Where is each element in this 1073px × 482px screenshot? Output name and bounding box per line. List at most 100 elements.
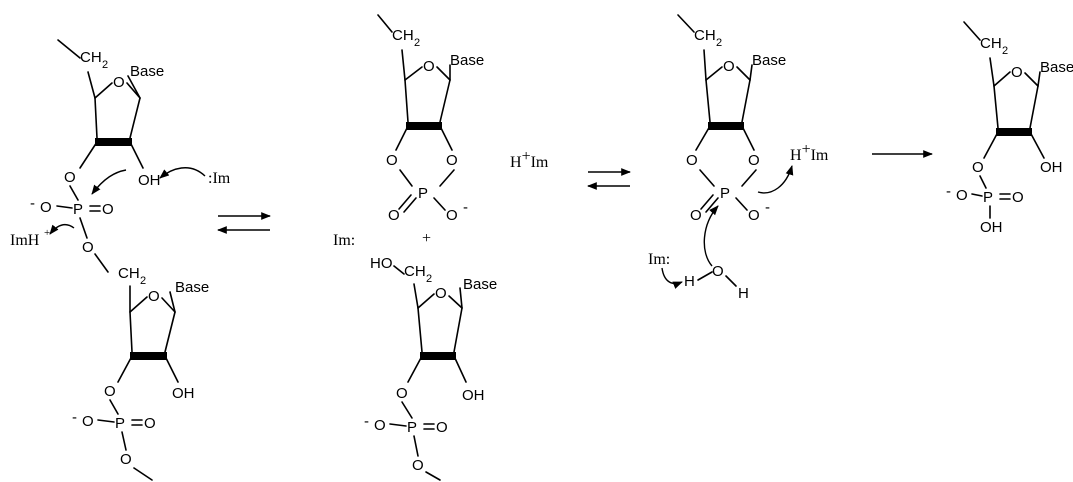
bond-line <box>393 265 405 275</box>
imidazole-base: :Im <box>208 170 231 187</box>
bond-line <box>699 169 715 187</box>
bond-line <box>94 82 113 99</box>
water-o: O <box>712 263 724 280</box>
water-h1: H <box>684 273 695 290</box>
ring-oxygen: O <box>113 74 125 91</box>
bond-line <box>433 197 446 211</box>
atom-label: P <box>418 185 428 202</box>
phosphorus: P <box>73 201 83 218</box>
oh-label: OH <box>138 172 161 189</box>
atom-label: O <box>40 199 52 216</box>
h-im-cation-2: H+Im <box>510 148 549 171</box>
atom-label: - <box>765 199 770 216</box>
bond-line <box>389 423 407 427</box>
bond-line <box>399 169 413 187</box>
bond-line <box>963 21 981 41</box>
atom-label: O <box>82 239 94 256</box>
bond-line <box>453 307 463 353</box>
bond-line <box>996 128 1032 136</box>
base-lower: Base <box>175 279 209 296</box>
bond-line <box>164 355 179 383</box>
bond-line <box>169 291 176 313</box>
plus-sign: + <box>422 230 431 247</box>
bond-line <box>420 352 456 360</box>
base-cut: Base <box>1040 59 1073 76</box>
atom-label: - <box>946 183 951 200</box>
bond-line <box>700 194 714 210</box>
bond-line <box>453 355 467 383</box>
bond-line <box>121 431 127 451</box>
bond-line <box>989 57 995 87</box>
bond-line <box>97 419 115 423</box>
atom-label: O <box>435 285 447 302</box>
bond-line <box>404 79 409 123</box>
atom-label: Base <box>450 52 484 69</box>
bond-line <box>979 175 987 189</box>
base-label: Base <box>130 63 164 80</box>
atom-label: CH <box>392 27 414 44</box>
atom-label: O <box>723 58 735 75</box>
phosphate-bridge: - O P O O <box>30 185 114 273</box>
imidazole-free: Im: <box>333 232 355 249</box>
atom-label: OH <box>462 387 485 404</box>
o-label: O <box>64 169 76 186</box>
bond-line <box>87 71 96 99</box>
atom-label: - <box>463 199 468 216</box>
atom-label: P <box>407 419 417 436</box>
water-h2: H <box>738 285 749 302</box>
bond-line <box>436 66 451 81</box>
upper-ribose: CH 2 O Base OH O <box>57 39 164 189</box>
equilibrium-arrow-1 <box>217 212 271 234</box>
atom-label: O <box>436 419 448 436</box>
bond-line <box>395 125 409 151</box>
atom-label: O <box>120 451 132 468</box>
atom-label: O <box>148 288 160 305</box>
atom-label: O <box>690 207 702 224</box>
bond-line <box>161 297 176 313</box>
atom-label: O <box>446 152 458 169</box>
atom-label: CH <box>404 263 426 280</box>
bond-line <box>69 185 79 201</box>
atom-label: 2 <box>1002 45 1008 57</box>
bond-line <box>129 311 133 353</box>
bond-line <box>79 141 98 169</box>
bond-line <box>983 131 999 159</box>
bond-line <box>129 296 148 313</box>
atom-label: O <box>956 187 968 204</box>
atom-label: O <box>446 207 458 224</box>
bond-line <box>404 66 423 81</box>
atom-label: + <box>44 227 50 239</box>
atom-label: CH <box>694 27 716 44</box>
bond-line <box>413 435 419 457</box>
bond-line <box>425 471 441 481</box>
bond-line <box>406 122 442 130</box>
bond-line <box>1029 131 1045 159</box>
bond-line <box>736 66 751 81</box>
bond-line <box>459 287 463 309</box>
atom-label: O <box>396 385 408 402</box>
atom-label: O <box>374 417 386 434</box>
bond-line <box>741 125 755 151</box>
ch2-label: CH <box>80 49 102 66</box>
atom-label: O <box>748 207 760 224</box>
bond-line <box>94 97 98 139</box>
lower-ribose: CH 2 O Base OH O - O P O O <box>72 265 209 481</box>
atom-label: CH <box>980 35 1002 52</box>
atom-label: 2 <box>426 273 432 285</box>
atom-label: 2 <box>102 59 108 71</box>
h-im-cation-3: H+Im <box>790 141 829 164</box>
imidazolium: ImH <box>10 232 40 249</box>
bond-line <box>94 253 109 273</box>
structure-cyclic-phosphate-hydrolysis: CH 2 O Base O O P O O - H+Im Im: H O H <box>648 14 829 302</box>
structure-3-phosphate-product: CH 2 O Base OH O - O P O OH <box>946 21 1073 236</box>
bond-line <box>993 85 999 129</box>
bond-line <box>677 14 695 33</box>
bond-line <box>133 467 153 481</box>
atom-label: 2 <box>140 275 146 287</box>
atom-label: HO <box>370 255 393 272</box>
atom-label: Base <box>463 276 497 293</box>
bond-line <box>725 275 737 287</box>
atom-label: O <box>388 207 400 224</box>
atom-label: O <box>686 152 698 169</box>
